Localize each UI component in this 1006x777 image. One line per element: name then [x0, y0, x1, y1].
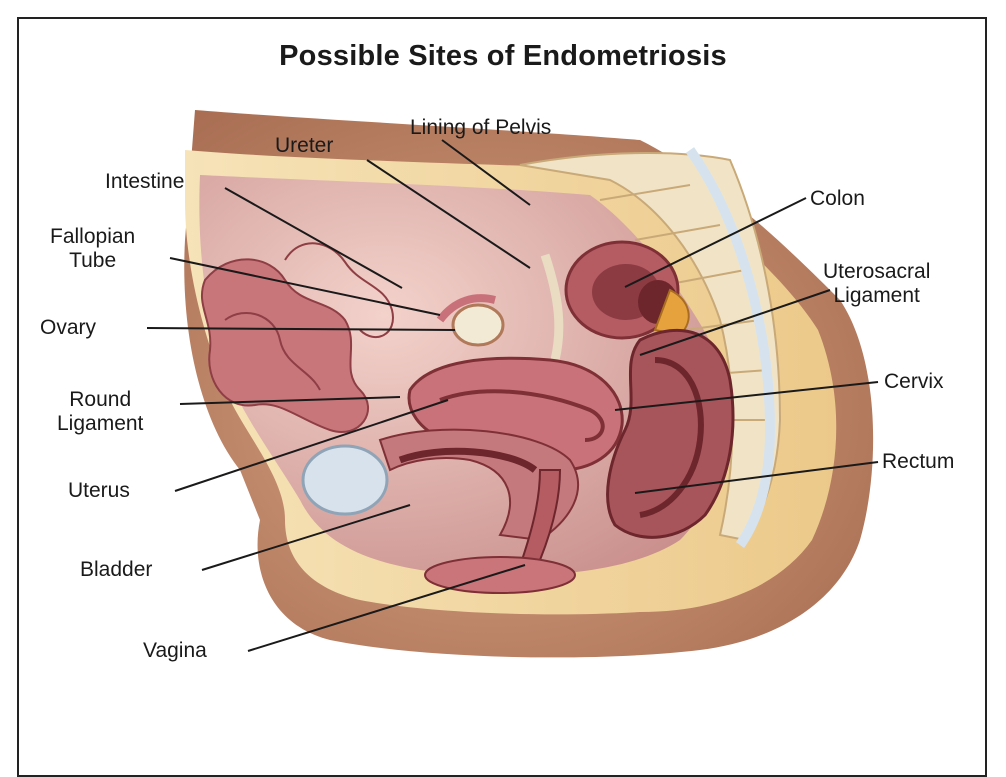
label-colon: Colon [810, 187, 865, 211]
label-uterus: Uterus [68, 479, 130, 503]
label-intestine: Intestine [105, 170, 184, 194]
ovary [453, 305, 503, 345]
label-ovary: Ovary [40, 316, 96, 340]
label-vagina: Vagina [143, 639, 207, 663]
label-round-ligament: Round Ligament [57, 388, 143, 436]
label-lining-of-pelvis: Lining of Pelvis [410, 116, 551, 140]
label-uterosacral-ligament: Uterosacral Ligament [823, 260, 930, 308]
bladder [303, 446, 387, 514]
label-rectum: Rectum [882, 450, 954, 474]
label-ureter: Ureter [275, 134, 333, 158]
label-cervix: Cervix [884, 370, 944, 394]
label-fallopian-tube: Fallopian Tube [50, 225, 135, 273]
vulva [425, 557, 575, 593]
label-bladder: Bladder [80, 558, 152, 582]
diagram-title: Possible Sites of Endometriosis [0, 40, 1006, 73]
